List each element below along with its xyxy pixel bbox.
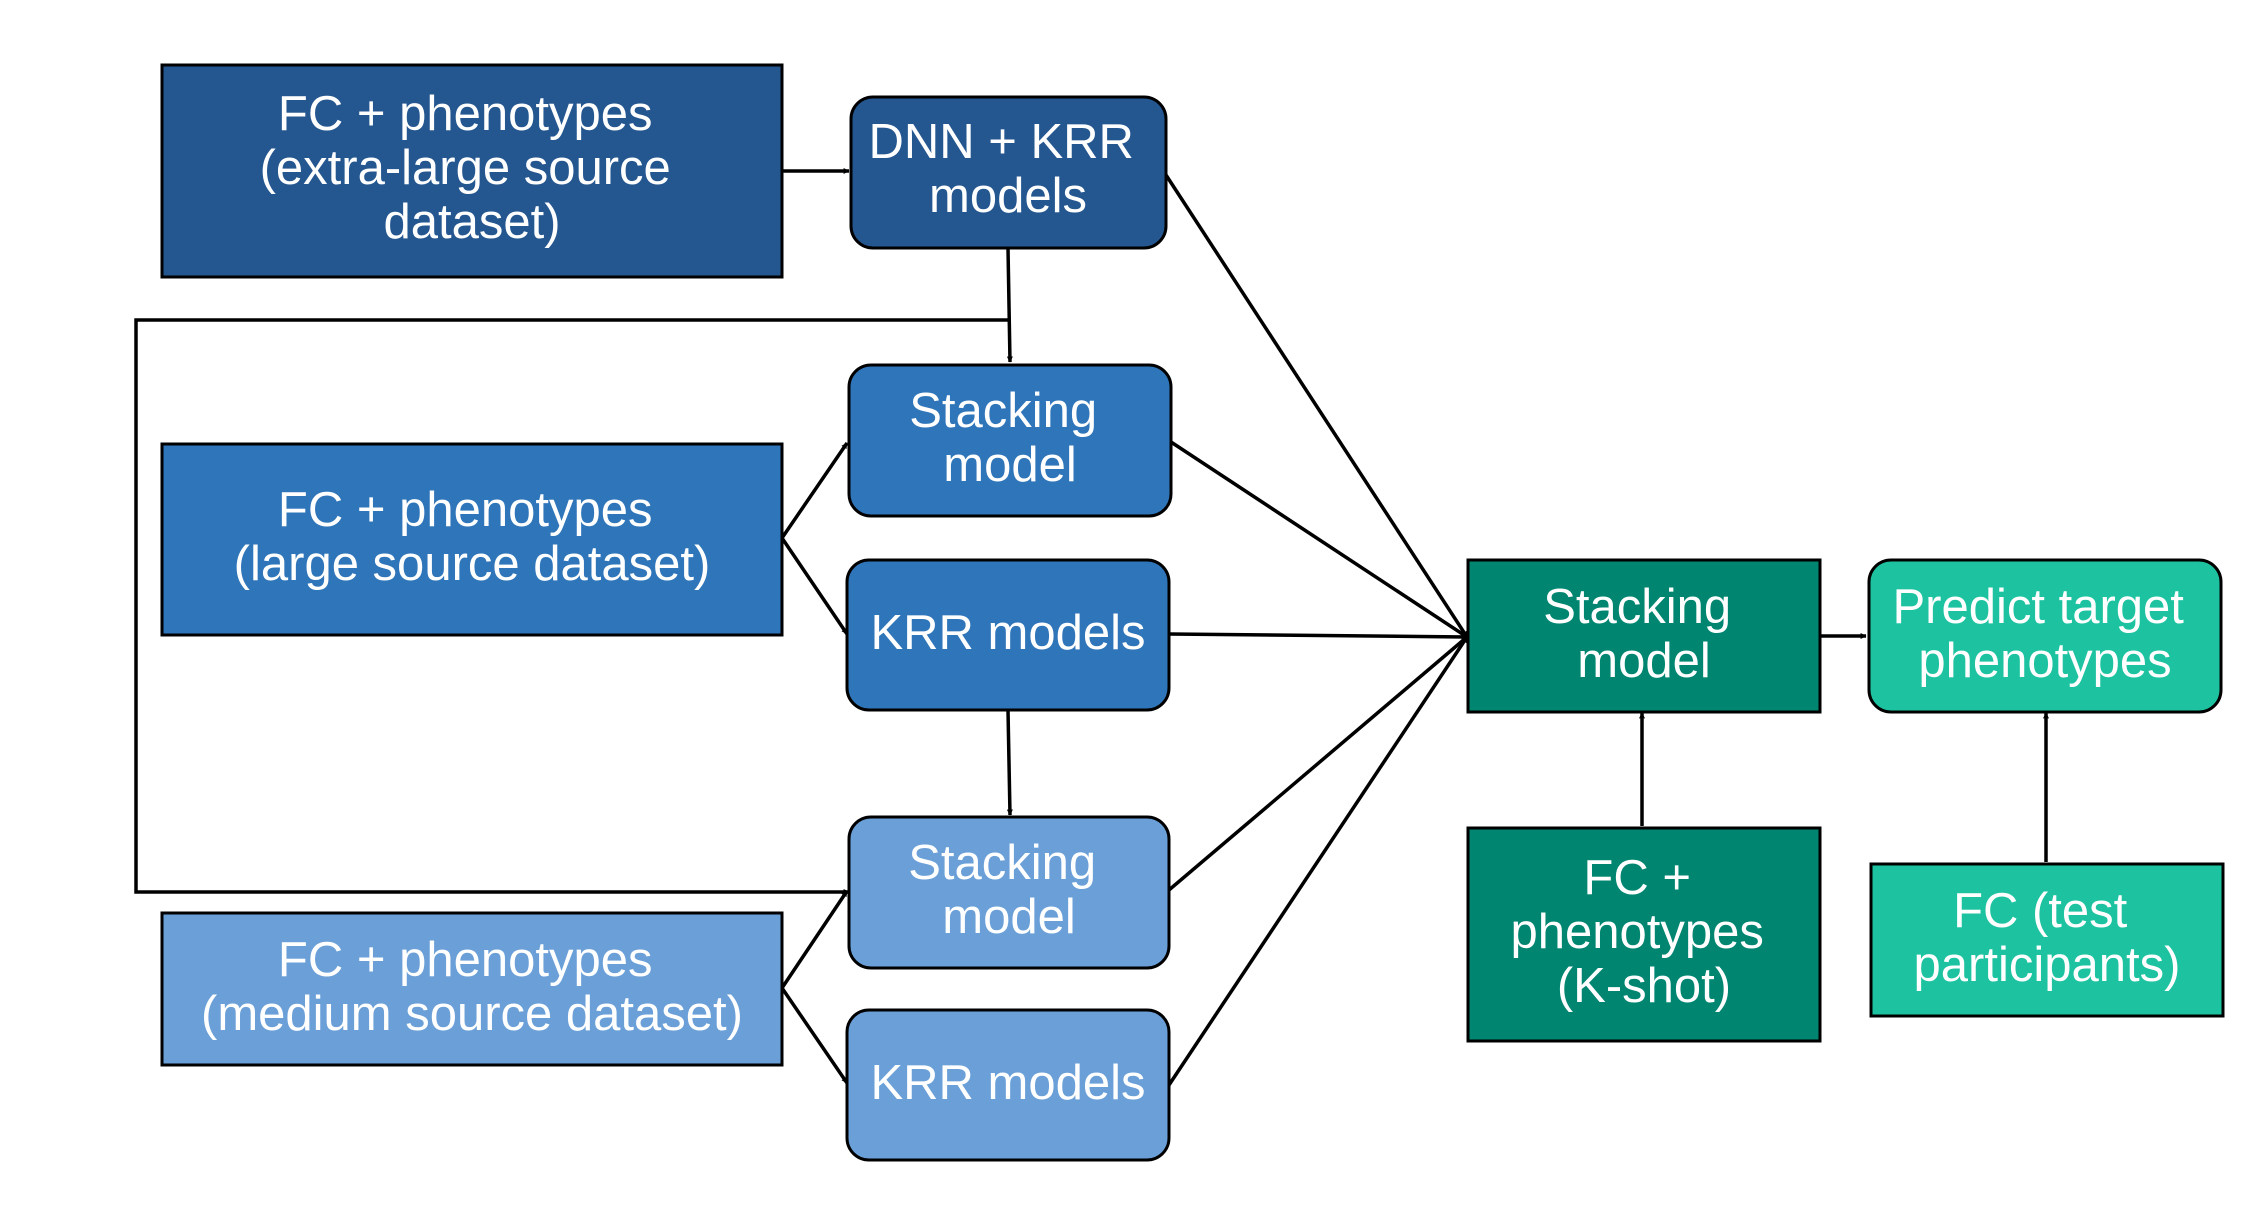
svg-text:FC (test participants): FC (test participants) xyxy=(1914,884,2181,992)
arrow-fc-medium-to-krr-medium xyxy=(780,987,849,1084)
box-predict-target-phenotypes: Predict target phenotypes xyxy=(1867,558,2223,714)
box-fc-large-source: FC + phenotypes (large source dataset) xyxy=(160,442,784,637)
box-label-line: model xyxy=(943,438,1076,492)
arrow-stack-medium-to-stack-final xyxy=(1167,635,1469,892)
box-label-line: dataset) xyxy=(383,195,560,249)
box-label-line: (large source dataset) xyxy=(234,537,711,591)
connectors xyxy=(134,168,2049,1086)
svg-text:FC + phenotypes (large s: FC + phenotypes (large source dataset) xyxy=(234,483,711,591)
arrow-fc-medium-to-stack-medium xyxy=(780,890,849,989)
box-label-line: (K-shot) xyxy=(1557,959,1731,1013)
box-stacking-model-final: Stacking model xyxy=(1466,558,1822,714)
box-stacking-model-medium: Stacking model xyxy=(847,815,1171,970)
box-label-line: FC + phenotypes xyxy=(278,933,653,987)
box-label-line: phenotypes xyxy=(1918,634,2171,688)
svg-text:KRR models: KRR models xyxy=(870,1056,1145,1110)
box-fc-test-participants: FC (test participants) xyxy=(1869,862,2225,1018)
arrow-dnn-krr-to-stack-large xyxy=(1006,247,1013,363)
box-label-line: model xyxy=(1577,634,1710,688)
box-label-line: FC + phenotypes xyxy=(278,483,653,537)
svg-text:FC + phenotypes (extra-l: FC + phenotypes (extra-large source data… xyxy=(260,87,685,249)
svg-text:FC + phenotypes (medium: FC + phenotypes (medium source dataset) xyxy=(201,933,743,1041)
box-label-line: Predict target xyxy=(1892,580,2184,634)
box-label-line: FC (test xyxy=(1953,884,2128,938)
box-label-line: (medium source dataset) xyxy=(201,987,743,1041)
box-stacking-model-large: Stacking model xyxy=(847,363,1173,518)
box-krr-models-medium: KRR models xyxy=(845,1008,1171,1162)
svg-text:Predict target phenotype: Predict target phenotypes xyxy=(1892,580,2197,688)
box-krr-models-large: KRR models xyxy=(845,558,1171,712)
box-label-line: phenotypes xyxy=(1511,905,1764,959)
box-fc-kshot: FC + phenotypes (K-shot) xyxy=(1466,826,1822,1043)
arrow-bypass-to-stack-medium xyxy=(134,318,1008,895)
arrow-krr-large-to-stack-medium xyxy=(1006,709,1013,816)
box-label-line: participants) xyxy=(1914,938,2181,992)
box-label-line: model xyxy=(942,890,1075,944)
arrow-fc-large-to-stack-large xyxy=(780,442,849,539)
svg-text:FC + phenotypes (K: FC + phenotypes (K-shot) xyxy=(1511,851,1778,1013)
svg-text:Stacking model: Stacking model xyxy=(908,836,1110,944)
box-label-line: models xyxy=(929,169,1087,223)
box-label-line: FC + xyxy=(1583,851,1691,905)
svg-text:Stacking model: Stacking model xyxy=(909,384,1111,492)
box-fc-medium-source: FC + phenotypes (medium source dataset) xyxy=(160,911,784,1067)
box-label-line: Stacking xyxy=(908,836,1096,890)
box-label-line: KRR models xyxy=(870,606,1145,660)
box-label-line: KRR models xyxy=(870,1056,1145,1110)
arrow-krr-large-to-stack-final xyxy=(1168,632,1468,640)
box-label-line: FC + phenotypes xyxy=(278,87,653,141)
arrow-krr-medium-to-stack-final xyxy=(1167,636,1469,1086)
box-label-line: DNN + KRR xyxy=(868,115,1133,169)
svg-text:KRR models: KRR models xyxy=(870,606,1145,660)
box-label-line: Stacking xyxy=(909,384,1097,438)
arrow-dnn-krr-to-stack-final xyxy=(1164,174,1469,638)
svg-text:Stacking model: Stacking model xyxy=(1543,580,1745,688)
arrow-fc-large-to-krr-large xyxy=(780,537,849,635)
svg-text:DNN + KRR models: DNN + KRR models xyxy=(868,115,1147,223)
box-label-line: (extra-large source xyxy=(260,141,671,195)
arrow-stack-large-to-stack-final xyxy=(1170,440,1468,639)
box-dnn-krr-models: DNN + KRR models xyxy=(849,95,1168,250)
box-fc-xl-source: FC + phenotypes (extra-large source data… xyxy=(160,63,784,279)
box-label-line: Stacking xyxy=(1543,580,1731,634)
